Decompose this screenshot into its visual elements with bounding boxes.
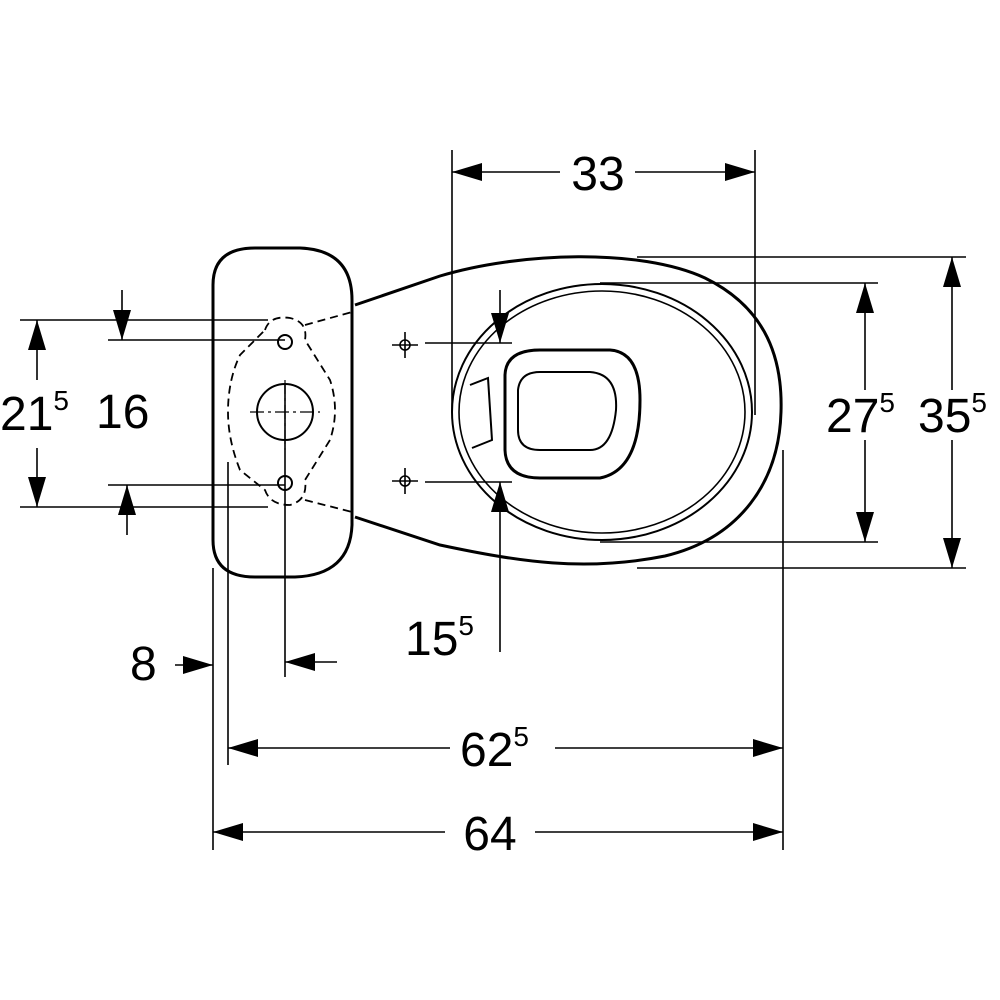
dimension-15-5: 155 <box>405 290 512 666</box>
svg-text:16: 16 <box>96 386 149 439</box>
dimension-27-5: 275 <box>600 282 895 543</box>
svg-text:625: 625 <box>460 721 529 777</box>
svg-text:64: 64 <box>463 808 516 861</box>
fixing-point-bottom-icon <box>392 468 418 494</box>
svg-text:215: 215 <box>0 385 69 441</box>
svg-text:275: 275 <box>826 387 895 443</box>
bowl-outline <box>354 255 783 566</box>
svg-text:155: 155 <box>405 610 474 666</box>
dimension-8: 8 <box>130 385 337 850</box>
dimension-16: 16 <box>96 290 285 535</box>
dimension-62-5: 625 <box>227 450 784 850</box>
dimension-64: 64 <box>213 808 783 861</box>
dimension-35-5: 355 <box>637 256 987 569</box>
svg-text:8: 8 <box>130 638 157 691</box>
dimension-21-5: 215 <box>0 319 268 508</box>
fixing-point-top-icon <box>392 332 418 358</box>
svg-text:33: 33 <box>571 148 624 201</box>
svg-text:355: 355 <box>918 387 987 443</box>
cistern-outline <box>211 246 354 579</box>
